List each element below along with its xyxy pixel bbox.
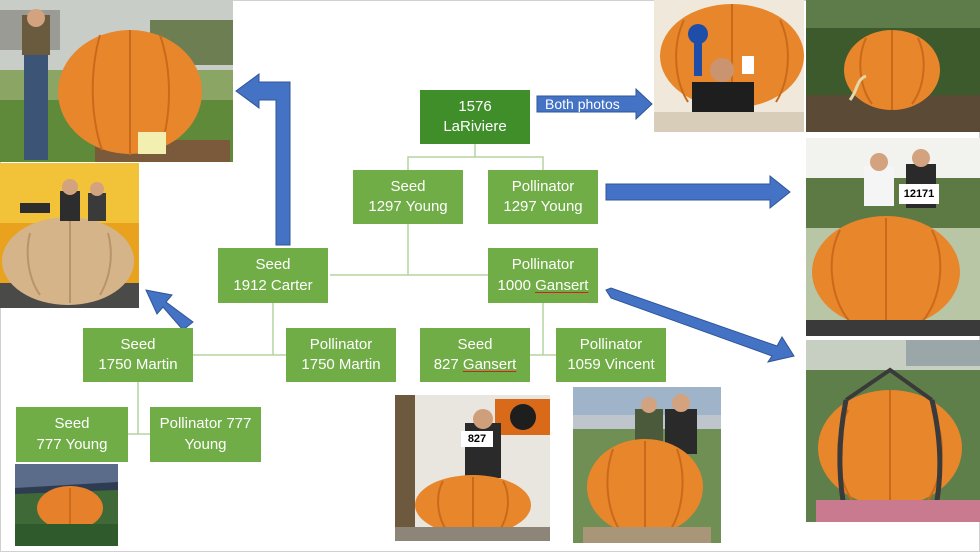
node-seed-1912-carter: Seed 1912 Carter [218, 248, 328, 303]
photo-1750-martin-pumpkin [0, 163, 139, 308]
pumpkin-photo-illustration [654, 0, 804, 132]
node-seed-827-gansert: Seed 827 Gansert [420, 328, 530, 382]
arrow-down-right [605, 287, 795, 363]
node-role: Pollinator [511, 256, 575, 274]
photo-777-young-pumpkin [15, 464, 118, 546]
node-parent: 1750 Martin [301, 356, 381, 373]
node-parent: Young [184, 435, 227, 453]
photo-tag-12171: 12171 [899, 184, 939, 204]
node-grower: Gansert [535, 276, 589, 294]
pumpkin-photo-illustration [806, 0, 980, 132]
photo-1912-carter-pumpkin [0, 0, 233, 162]
pumpkin-photo-illustration [806, 138, 980, 336]
node-role: Seed [54, 415, 90, 433]
photo-1000-gansert-pumpkin [806, 340, 980, 522]
arrow-up-left [235, 73, 291, 246]
root-node-1576-lariviere: 1576 LaRiviere [420, 90, 530, 144]
node-role: Pollinator 777 [159, 415, 252, 433]
node-parent: 1750 Martin [98, 356, 178, 373]
node-parent: 777 Young [36, 435, 108, 453]
node-seed-777-young: Seed 777 Young [16, 407, 128, 462]
pumpkin-photo-illustration [573, 387, 721, 543]
node-pollinator-1059-vincent: Pollinator 1059 Vincent [556, 328, 666, 382]
node-role: Seed [120, 335, 156, 353]
node-role: Seed [255, 256, 291, 274]
node-seed-1297-young: Seed 1297 Young [353, 170, 463, 224]
photo-1576-lariviere-pumpkin-field [806, 0, 980, 132]
node-role: Seed [390, 177, 426, 195]
node-role: Pollinator [309, 335, 373, 353]
node-pollinator-1000-gansert: Pollinator 1000 Gansert [488, 248, 598, 303]
arrow-right-both-photos [536, 87, 653, 121]
node-role: Pollinator [579, 335, 643, 353]
node-pollinator-1297-young: Pollinator 1297 Young [488, 170, 598, 224]
node-parent: 827 Gansert [434, 355, 517, 375]
node-parent: 1912 Carter [233, 276, 313, 294]
node-role: Pollinator [511, 177, 575, 195]
pumpkin-photo-illustration [806, 340, 980, 522]
node-parent: 1297 Young [368, 198, 448, 215]
node-pollinator-777-young: Pollinator 777 Young [150, 407, 261, 462]
pumpkin-photo-illustration [0, 163, 139, 308]
node-seed-1750-martin: Seed 1750 Martin [83, 328, 193, 382]
arrow-up-left-small [145, 289, 194, 331]
root-grower: LaRiviere [443, 118, 507, 135]
photo-827-gansert-pumpkin: 827 [395, 395, 550, 541]
both-photos-label: Both photos [545, 96, 620, 112]
photo-tag-827: 827 [461, 431, 493, 447]
photo-1059-vincent-pumpkin [573, 387, 721, 543]
arrow-right-pollinator [605, 174, 791, 210]
node-parent: 1297 Young [503, 198, 583, 215]
node-number: 827 [433, 356, 463, 373]
photo-1297-young-pumpkin: 12171 [806, 138, 980, 336]
pumpkin-photo-illustration [15, 464, 118, 546]
node-pollinator-1750-martin: Pollinator 1750 Martin [286, 328, 396, 382]
pumpkin-photo-illustration [0, 0, 233, 162]
node-number: 1000 [497, 276, 536, 294]
pumpkin-photo-illustration [395, 395, 550, 541]
node-parent: 1000 Gansert [498, 276, 589, 296]
node-grower: Gansert [462, 356, 517, 373]
photo-1576-lariviere-pumpkin-ribbon [654, 0, 804, 132]
node-role: Seed [457, 335, 493, 353]
node-parent: 1059 Vincent [567, 356, 655, 373]
root-number: 1576 [458, 97, 492, 115]
